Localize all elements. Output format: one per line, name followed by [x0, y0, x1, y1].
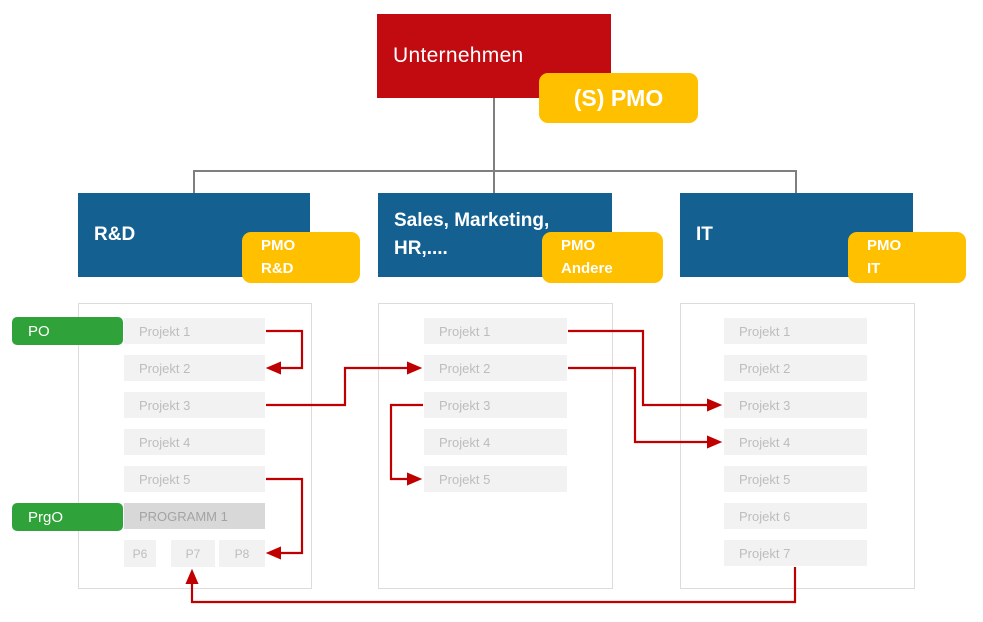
- project-row: Projekt 6: [724, 503, 867, 529]
- project-row: Projekt 4: [724, 429, 867, 455]
- dept-label-line: Sales, Marketing,: [394, 209, 550, 231]
- project-row: Projekt 1: [424, 318, 567, 344]
- company-box: Unternehmen: [377, 14, 611, 98]
- project-row: Projekt 3: [124, 392, 265, 418]
- pmo-badge-line: R&D: [261, 259, 294, 277]
- company-label: Unternehmen: [393, 44, 524, 67]
- project-row: Projekt 1: [124, 318, 265, 344]
- project-row: Projekt 2: [724, 355, 867, 381]
- project-row: Projekt 7: [724, 540, 867, 566]
- connector-left-drop: [193, 170, 195, 193]
- subproject-box: P8: [219, 540, 265, 567]
- po-badge: PO: [12, 317, 123, 345]
- project-row: Projekt 4: [424, 429, 567, 455]
- spmo-badge: (S) PMO: [539, 73, 698, 123]
- pmo-it-badge: PMO IT: [848, 232, 966, 283]
- pmo-badge-line: PMO: [261, 237, 296, 254]
- subproject-box: P6: [124, 540, 156, 567]
- prgo-badge: PrgO: [12, 503, 123, 531]
- dept-label-line: HR,....: [394, 238, 448, 259]
- project-row: Projekt 1: [724, 318, 867, 344]
- connector-right-drop: [795, 170, 797, 193]
- subproject-box: P7: [171, 540, 215, 567]
- project-row: Projekt 5: [424, 466, 567, 492]
- pmo-badge-line: IT: [867, 259, 881, 277]
- project-row: Projekt 2: [124, 355, 265, 381]
- project-row: Projekt 5: [124, 466, 265, 492]
- project-row: Projekt 5: [724, 466, 867, 492]
- program-row: PROGRAMM 1: [124, 503, 265, 529]
- connector-horizontal-bracket: [193, 170, 797, 172]
- project-row: Projekt 4: [124, 429, 265, 455]
- pmo-andere-badge: PMO Andere: [542, 232, 663, 283]
- project-row: Projekt 2: [424, 355, 567, 381]
- pmo-badge-line: PMO: [867, 237, 902, 254]
- project-row: Projekt 3: [424, 392, 567, 418]
- pmo-rnd-badge: PMO R&D: [242, 232, 360, 283]
- pmo-badge-line: PMO: [561, 237, 596, 254]
- dept-label-line: IT: [696, 223, 713, 245]
- connector-root-vertical: [493, 98, 495, 193]
- project-row: Projekt 3: [724, 392, 867, 418]
- pmo-badge-line: Andere: [561, 259, 613, 277]
- dept-label-line: R&D: [94, 223, 136, 245]
